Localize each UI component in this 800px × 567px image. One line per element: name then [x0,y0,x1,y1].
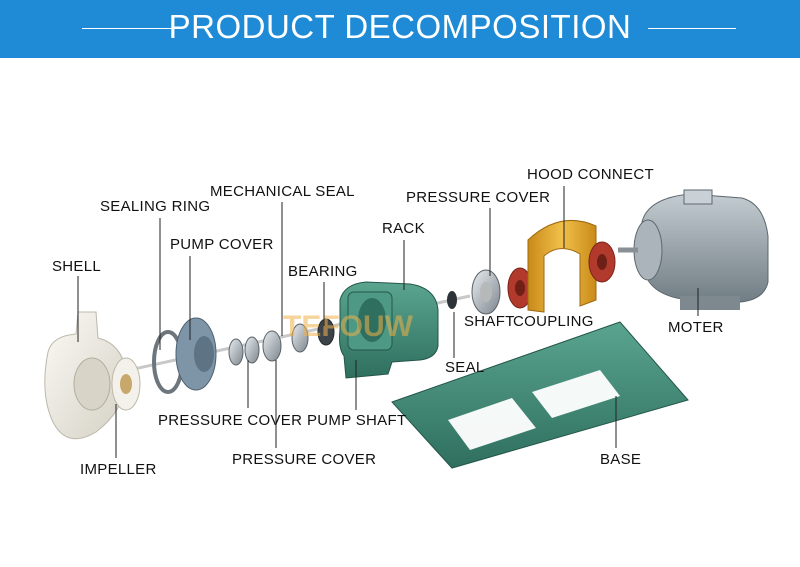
label-hood-connect: HOOD CONNECT [527,166,654,183]
base-part [391,321,689,469]
label-pressure-cover-top: PRESSURE COVER [406,189,551,206]
hood-part [527,219,597,313]
pressure-cover-ring-1 [228,338,244,366]
rack-part [339,281,439,379]
pressure-cover-rear-part [471,269,501,315]
pressure-cover-ring-2 [244,336,260,364]
label-moter: MOTER [668,319,724,336]
header-banner: PRODUCT DECOMPOSITION [0,0,800,58]
label-shaft: SHAFT [464,313,515,330]
label-mechanical-seal: MECHANICAL SEAL [210,183,355,200]
exploded-pump-diagram: TEFOUW [44,186,769,469]
banner-left-rule [82,28,174,29]
connect-coupling-part [588,241,616,283]
pump-cover-part [175,317,217,391]
pressure-cover-ring-3 [291,323,309,353]
shell-part [44,311,127,440]
seal-part [447,291,457,309]
banner-right-rule [648,28,736,29]
label-bearing: BEARING [288,263,358,280]
label-pump-shaft: PUMP SHAFT [307,412,407,429]
label-seal: SEAL [445,359,485,376]
motor-part [618,189,769,310]
label-impeller: IMPELLER [80,461,157,478]
impeller-part [111,357,141,411]
watermark-text: TEFOUW [283,310,414,343]
label-sealing-ring: SEALING RING [100,198,211,215]
label-pressure-cover-bottom: PRESSURE COVER [232,451,377,468]
shaft-coupling-part [507,267,533,309]
mechanical-seal-part [262,330,282,362]
label-shell: SHELL [52,258,102,275]
label-base: BASE [600,451,642,468]
label-rack: RACK [382,220,425,237]
label-pressure-cover-mid: PRESSURE COVER [158,412,303,429]
page-title: PRODUCT DECOMPOSITION [168,8,632,45]
bearing-part [317,318,335,346]
leader-lines [77,186,699,458]
label-pump-cover: PUMP COVER [170,236,274,253]
label-coupling: COUPLING [513,313,594,330]
